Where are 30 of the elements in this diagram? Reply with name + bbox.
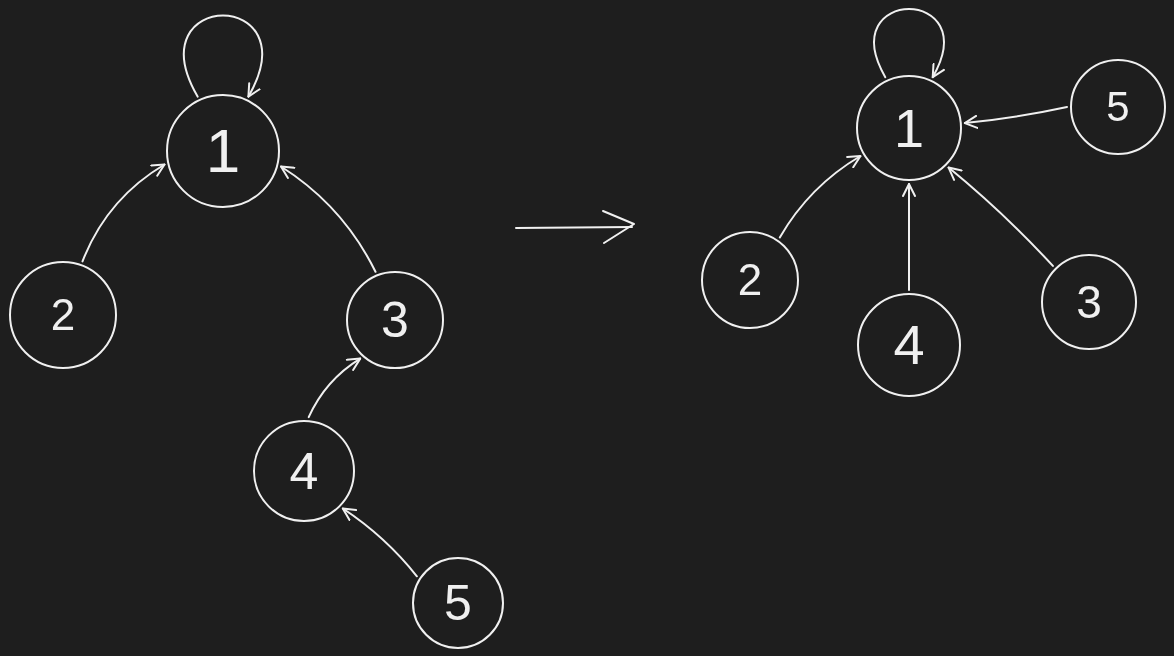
- node-number: 5: [444, 578, 472, 628]
- graph-node: [856, 75, 962, 181]
- graph-node: [857, 293, 961, 397]
- node-number: 1: [205, 120, 241, 182]
- graph-node: [1041, 254, 1137, 350]
- node-number: 3: [1076, 279, 1102, 325]
- arrow: [947, 166, 1054, 267]
- self-loop-arrow: [183, 14, 263, 98]
- node-number: 2: [50, 293, 76, 337]
- node-number: 1: [893, 101, 924, 155]
- self-loop-arrow: [873, 8, 945, 79]
- arrow: [341, 507, 418, 578]
- graph-node: [166, 94, 280, 208]
- graph-node: [701, 231, 799, 329]
- arrow: [307, 357, 362, 419]
- arrow: [963, 106, 1068, 129]
- graph-node: [412, 557, 504, 649]
- graph-node: [346, 271, 444, 369]
- node-number: 2: [737, 258, 763, 302]
- node-number: 5: [1106, 86, 1130, 128]
- node-number: 3: [381, 295, 409, 345]
- graph-node: [253, 420, 355, 522]
- arrow: [81, 163, 166, 263]
- node-number: 4: [893, 317, 925, 373]
- arrow: [902, 183, 916, 291]
- graph-node: [9, 261, 117, 369]
- arrow: [280, 165, 377, 273]
- node-number: 4: [289, 445, 319, 497]
- graph-node: [1070, 59, 1166, 155]
- arrow: [778, 155, 862, 239]
